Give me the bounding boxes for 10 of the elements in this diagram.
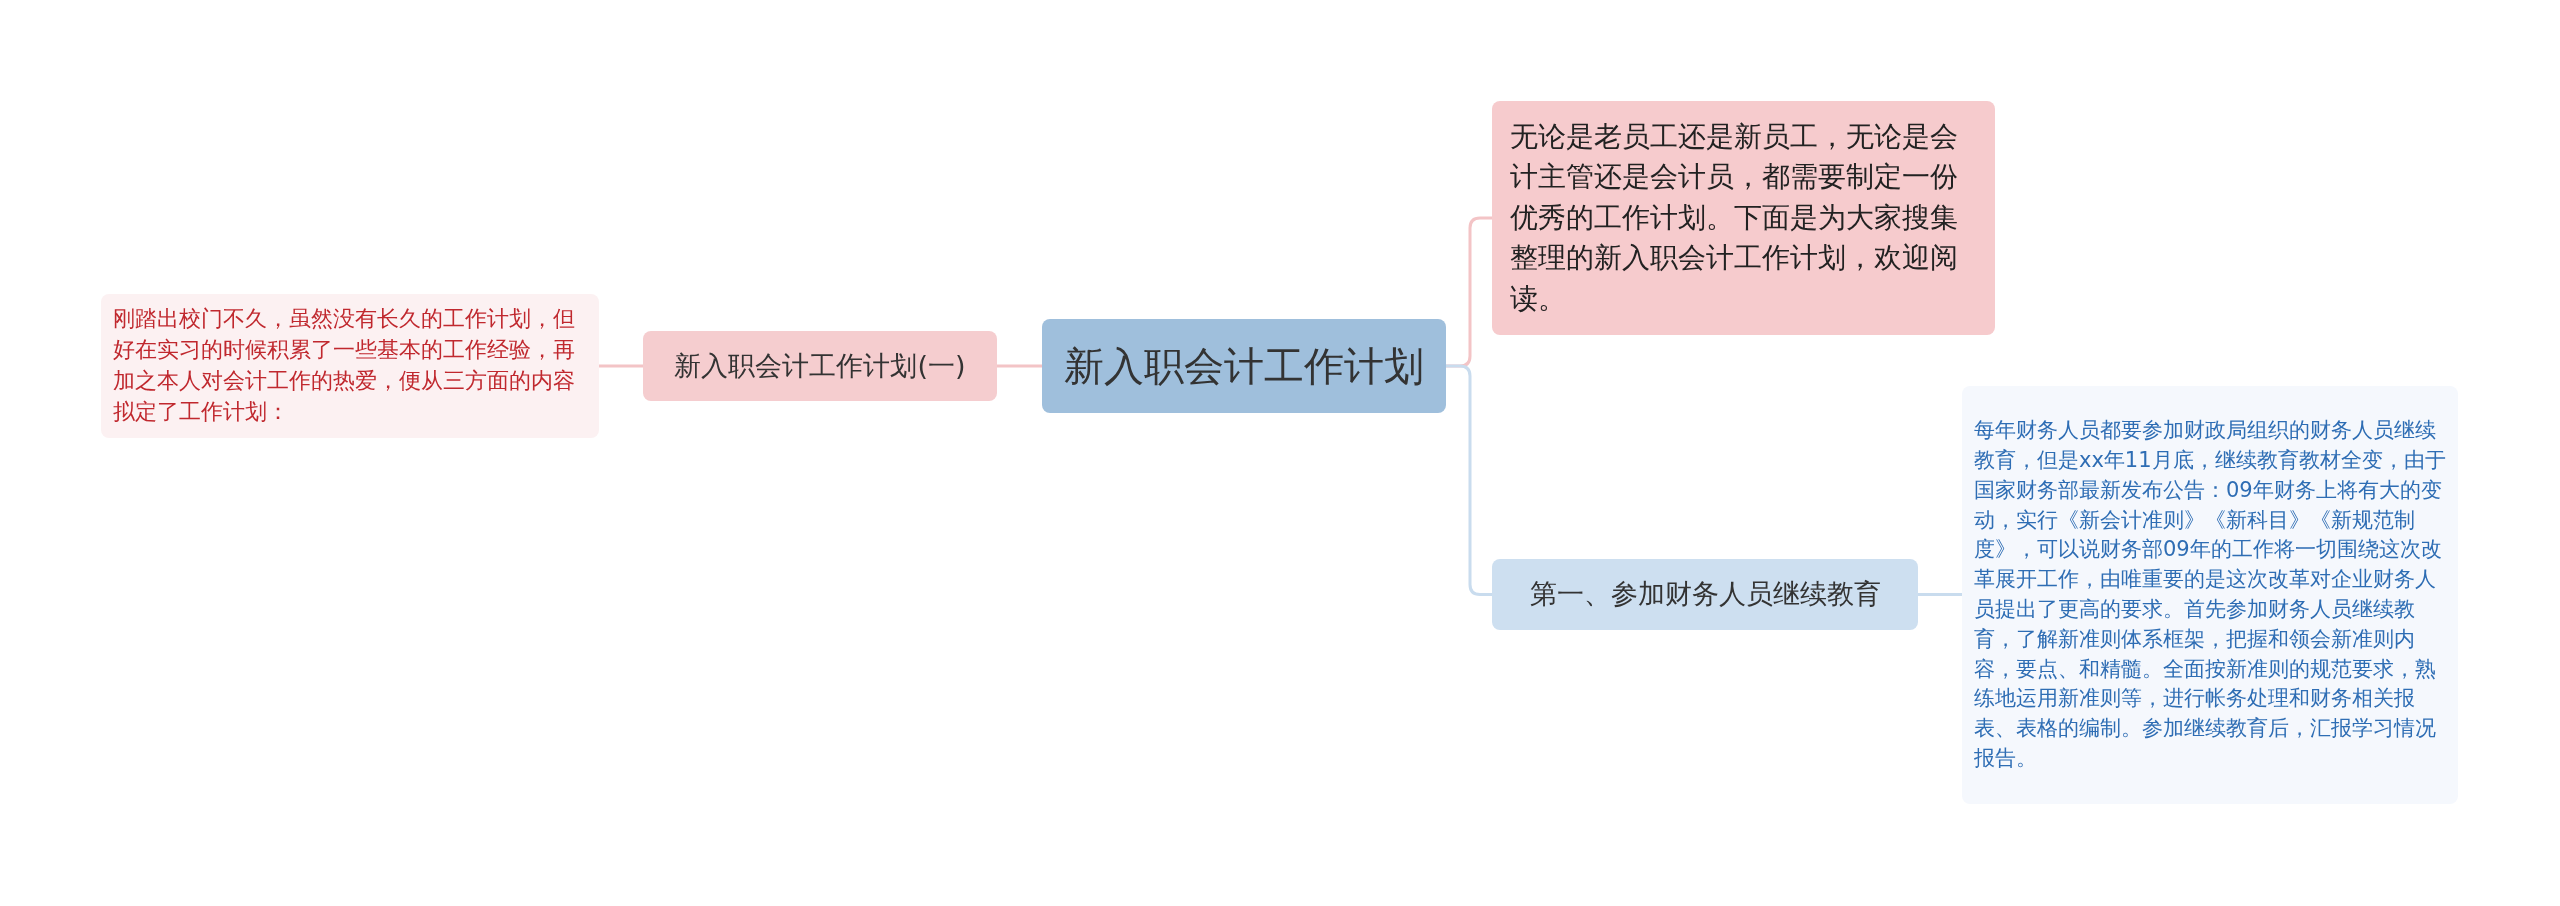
note-box: 每年财务人员都要参加财政局组织的财务人员继续教育，但是xx年11月底，继续教育教材全变，由于国家财务部最新发布公告：09年财务上将有大的变动，实行《新会计准则》《新科目》《新规范制度》，可以说财务部09年的工作将一切围绕这次改革展开工作，由唯重要的是这次改革对企业财务人员提出了更高的要求。首先参加财务人员继续教育，了解新准则体系框架，把握和领会新准则内容，要点、和精髓。全面按新准则的规范要求，熟练地运用新准则等，进行帐务处理和财务相关报表、表格的编制。参加继续教育后，汇报学习情况报告。	[1962, 386, 2458, 804]
connector-line	[1446, 364, 1492, 596]
topic-box: 第一、参加财务人员继续教育	[1492, 559, 1918, 630]
note-box: 无论是老员工还是新员工，无论是会计主管还是会计员，都需要制定一份优秀的工作计划。下面是为大家搜集整理的新入职会计工作计划，欢迎阅读。	[1492, 101, 1995, 335]
connector-line	[599, 364, 643, 368]
connector-line	[1918, 593, 1962, 596]
topic-box: 新入职会计工作计划(一)	[643, 331, 997, 401]
root-topic-box: 新入职会计工作计划	[1042, 319, 1446, 413]
connector-line	[997, 364, 1042, 368]
note-box: 刚踏出校门不久，虽然没有长久的工作计划，但好在实习的时候积累了一些基本的工作经验，再加之本人对会计工作的热爱，便从三方面的内容拟定了工作计划：	[101, 294, 599, 438]
